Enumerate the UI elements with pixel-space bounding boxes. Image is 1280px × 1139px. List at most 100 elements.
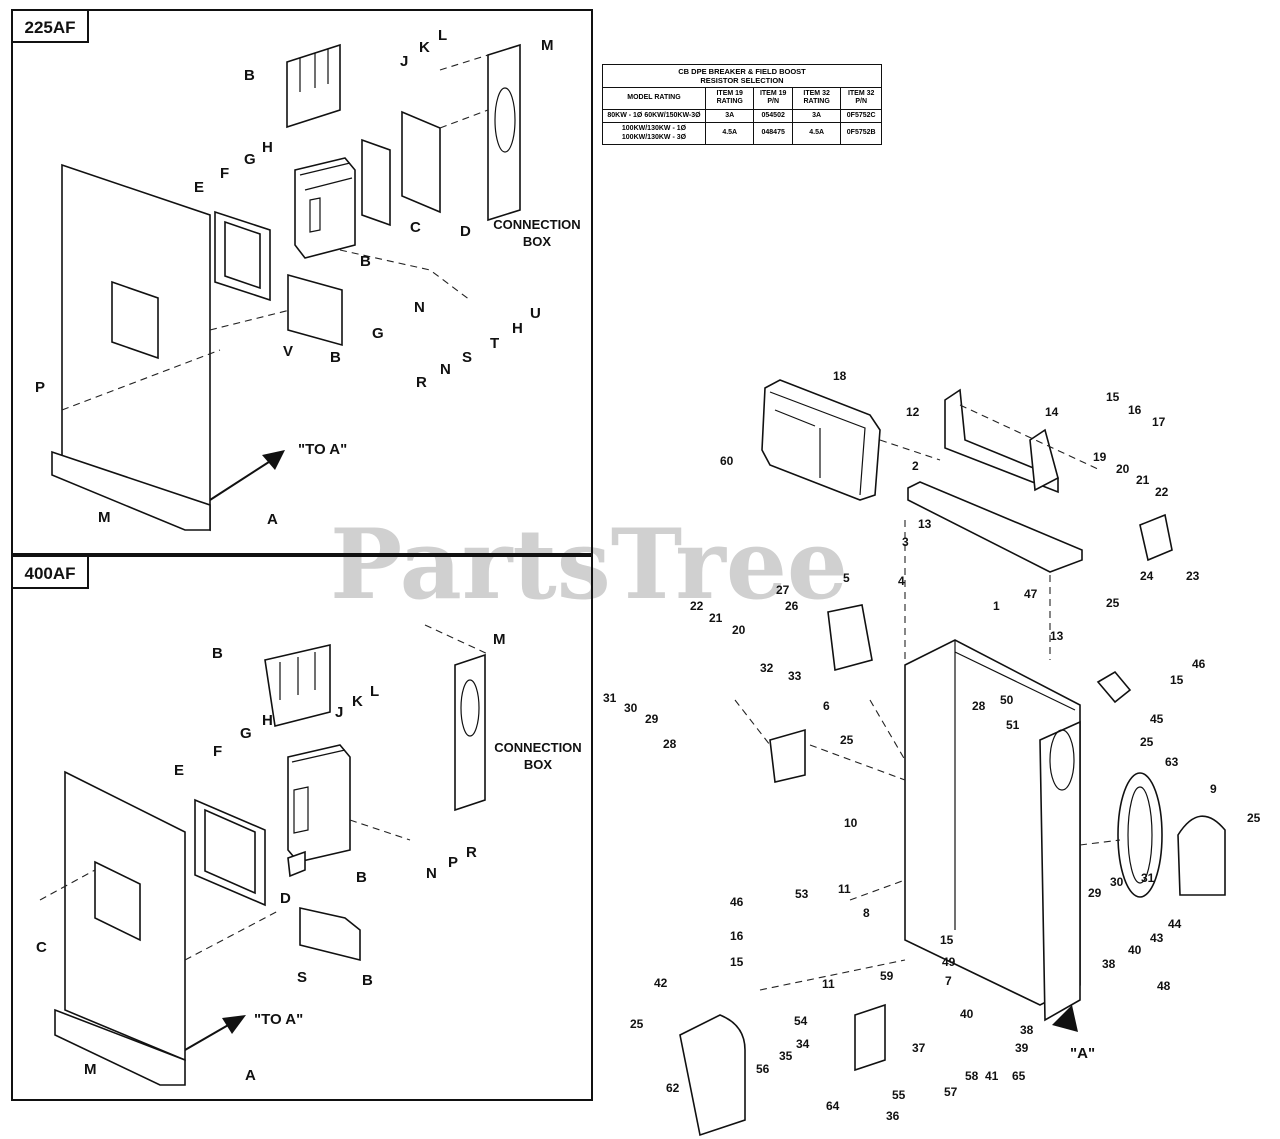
letter-b-2: B (360, 253, 371, 270)
callout-55: 55 (892, 1088, 906, 1102)
callout-38-a: 38 (1102, 957, 1116, 971)
table-cell: 100KW/130KW - 1Ø 100KW/130KW - 3Ø (602, 122, 706, 145)
letter-f: F (220, 165, 229, 182)
callout-37: 37 (912, 1041, 926, 1055)
callout-29-b: 29 (1088, 886, 1102, 900)
callout-13-b: 13 (1050, 629, 1064, 643)
callout-32: 32 (760, 661, 774, 675)
callout-63: 63 (1165, 755, 1179, 769)
callout-24: 24 (1140, 569, 1154, 583)
connection-box-225 (487, 43, 521, 222)
callout-40-b: 40 (960, 1007, 974, 1021)
letter-b-4: B (212, 645, 223, 662)
letter-d-2: D (280, 890, 291, 907)
terminal-strip-55 (854, 1003, 886, 1072)
callout-45: 45 (1150, 712, 1164, 726)
callout-17: 17 (1152, 415, 1166, 429)
letter-c: C (410, 219, 421, 236)
callout-15-c: 15 (940, 933, 954, 947)
letter-g-2: G (372, 325, 384, 342)
to-a-label-400: "TO A" (254, 1011, 303, 1028)
table-header-item32-pn: ITEM 32 P/N (840, 87, 882, 110)
table-header-item32-rating: ITEM 32 RATING (791, 87, 842, 110)
connection-box-label-225-line2: BOX (523, 234, 552, 249)
letter-h-3: H (262, 712, 273, 729)
breaker-225 (294, 157, 356, 259)
letter-p-2: P (448, 854, 458, 871)
table-cell: 4.5A (704, 122, 755, 145)
controller-18 (761, 379, 881, 501)
letter-v: V (283, 343, 293, 360)
callout-15-a: 15 (1106, 390, 1120, 404)
callout-44: 44 (1168, 917, 1182, 931)
letter-m-2: M (98, 509, 111, 526)
letter-b-1: B (244, 67, 255, 84)
callout-15-b: 15 (1170, 673, 1184, 687)
callout-60: 60 (720, 454, 734, 468)
table-cell: 4.5A (791, 122, 842, 145)
letter-n-1: N (414, 299, 425, 316)
callout-numbers: 18 12 14 15 16 17 60 2 19 20 21 22 13 3 … (603, 369, 1261, 1123)
callout-5: 5 (843, 571, 850, 585)
callout-26: 26 (785, 599, 799, 613)
callout-11-b: 11 (822, 977, 835, 991)
callout-19: 19 (1093, 450, 1107, 464)
callout-4: 4 (898, 574, 905, 588)
callout-56: 56 (756, 1062, 770, 1076)
letter-k: K (419, 39, 430, 56)
callout-59: 59 (880, 969, 894, 983)
bracket-d-225 (401, 110, 441, 214)
letter-e-2: E (174, 762, 184, 779)
callout-23: 23 (1186, 569, 1200, 583)
callout-16-b: 16 (730, 929, 744, 943)
lug-d-400 (287, 850, 306, 878)
relay-23 (1139, 513, 1173, 562)
callout-22-a: 22 (1155, 485, 1169, 499)
callout-12: 12 (906, 405, 920, 419)
table-cell: 3A (791, 108, 842, 124)
callout-53: 53 (795, 887, 809, 901)
plate-c-225 (361, 138, 391, 227)
letter-s: S (462, 349, 472, 366)
callout-27: 27 (776, 583, 790, 597)
callout-49: 49 (942, 955, 956, 969)
connection-box-label-225-line1: CONNECTION (493, 217, 580, 232)
callout-58: 58 (965, 1069, 979, 1083)
callout-46-b: 46 (730, 895, 744, 909)
letter-g-1: G (244, 151, 256, 168)
plate-2 (907, 481, 1083, 573)
letter-m-3: M (493, 631, 506, 648)
callout-18: 18 (833, 369, 847, 383)
table-header-item19-rating: ITEM 19 RATING (704, 87, 755, 110)
panel-225af-tag: 225AF (24, 18, 75, 37)
callout-8: 8 (863, 906, 870, 920)
callout-25-e: 25 (630, 1017, 644, 1031)
panel-400af: 400AF "TO A" CONNECTION BOX M B J K L G … (11, 555, 593, 1101)
callout-20-a: 20 (1116, 462, 1130, 476)
letter-b-5: B (356, 869, 367, 886)
letter-g-3: G (240, 725, 252, 742)
callout-41: 41 (985, 1069, 999, 1083)
callout-29-a: 29 (645, 712, 659, 726)
letter-a-2: A (245, 1067, 256, 1084)
table-cell: 3A (704, 108, 755, 124)
letter-h-2: H (512, 320, 523, 337)
callout-42: 42 (654, 976, 668, 990)
callout-10: 10 (844, 816, 858, 830)
table-title: CB DPE BREAKER & FIELD BOOST RESISTOR SE… (602, 64, 882, 88)
breaker-resistor-selection-table: CB DPE BREAKER & FIELD BOOST RESISTOR SE… (602, 64, 882, 145)
callout-30-a: 30 (624, 701, 638, 715)
panel-225af: 225AF "TO A" CONNECTION BOX B J K L M (11, 9, 593, 555)
callout-14: 14 (1045, 405, 1059, 419)
bracket-6 (769, 728, 806, 783)
callout-6: 6 (823, 699, 830, 713)
terminal-cover-top-225 (286, 43, 341, 129)
callout-31-b: 31 (1141, 871, 1155, 885)
letter-e: E (194, 179, 204, 196)
letter-n-2: N (440, 361, 451, 378)
callout-36: 36 (886, 1109, 900, 1123)
cover-62 (679, 1014, 746, 1137)
callout-46-a: 46 (1192, 657, 1206, 671)
letter-b-3: B (330, 349, 341, 366)
callout-33: 33 (788, 669, 802, 683)
